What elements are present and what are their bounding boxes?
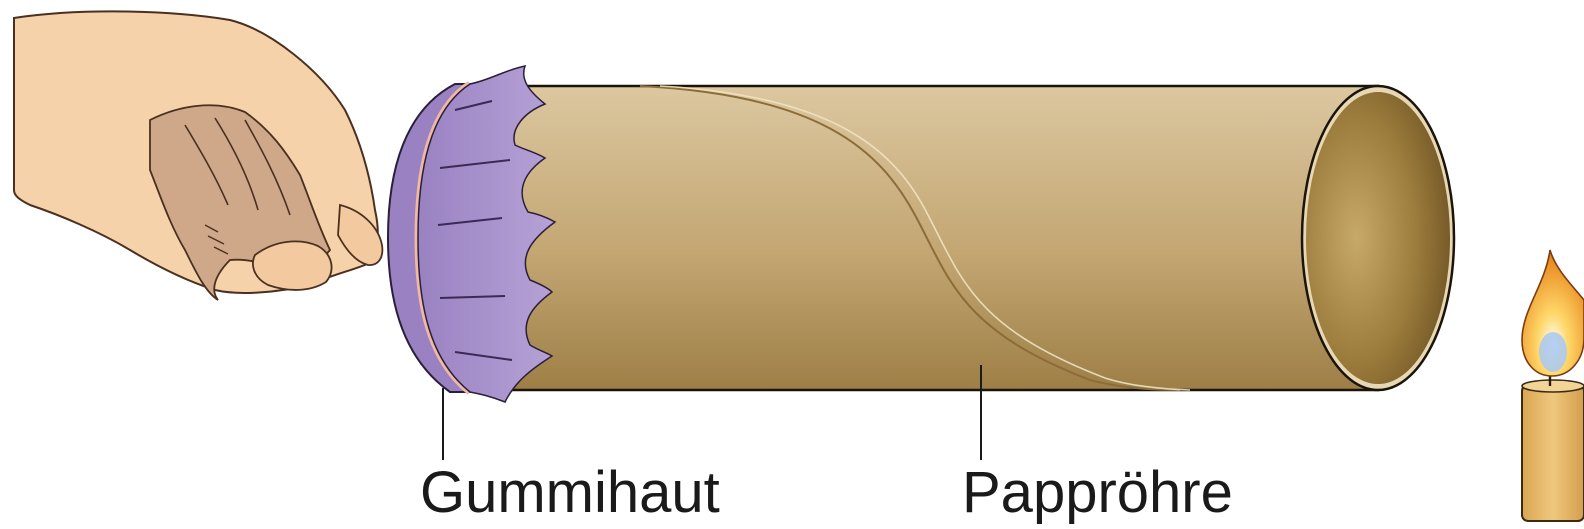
flame-core [1539, 332, 1567, 372]
cardboard-tube [500, 86, 1454, 390]
thumb [253, 241, 332, 290]
candle-top [1522, 380, 1584, 392]
candle [1522, 250, 1584, 521]
membrane-label: Gummihaut [420, 460, 720, 525]
tube-label: Pappröhre [962, 460, 1233, 525]
candle-body [1522, 385, 1584, 521]
tube-opening [1306, 92, 1450, 384]
hand [14, 11, 382, 300]
